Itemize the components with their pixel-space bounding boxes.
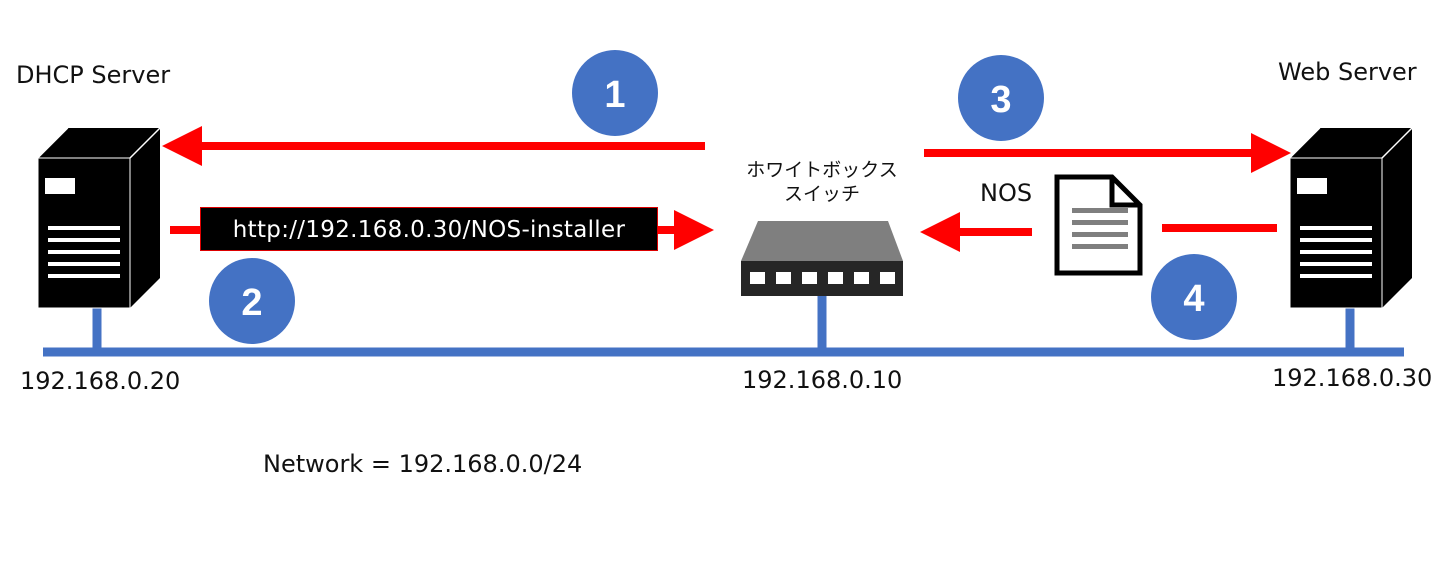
step-badge-2-label: 2: [241, 282, 262, 324]
step-badge-4-label: 4: [1183, 278, 1204, 320]
web-server-title: Web Server: [1278, 58, 1417, 86]
network-switch-icon: [741, 221, 903, 296]
dhcp-server-ip: 192.168.0.20: [20, 367, 181, 395]
dhcp-server-title: DHCP Server: [16, 61, 171, 89]
step-badge-3-label: 3: [990, 79, 1011, 121]
switch-title-line-1: ホワイトボックス: [746, 159, 898, 181]
step-badge-3: 3: [958, 55, 1044, 141]
server-icon: [1289, 127, 1413, 309]
server-icon: [37, 127, 161, 309]
switch-title-line-2: スイッチ: [783, 183, 860, 205]
nos-label: NOS: [980, 179, 1033, 207]
step-badge-1: 1: [572, 50, 658, 136]
installer-url-box: http://192.168.0.30/NOS-installer: [200, 207, 658, 251]
web-server-ip: 192.168.0.30: [1272, 364, 1433, 392]
document-icon: [1054, 174, 1143, 276]
switch-ip: 192.168.0.10: [742, 366, 903, 394]
step-badge-4: 4: [1151, 254, 1237, 340]
switch-title: ホワイトボックス スイッチ: [730, 158, 914, 206]
step-badge-2: 2: [209, 258, 295, 344]
step-badge-1-label: 1: [604, 74, 625, 116]
network-label: Network = 192.168.0.0/24: [263, 450, 583, 478]
